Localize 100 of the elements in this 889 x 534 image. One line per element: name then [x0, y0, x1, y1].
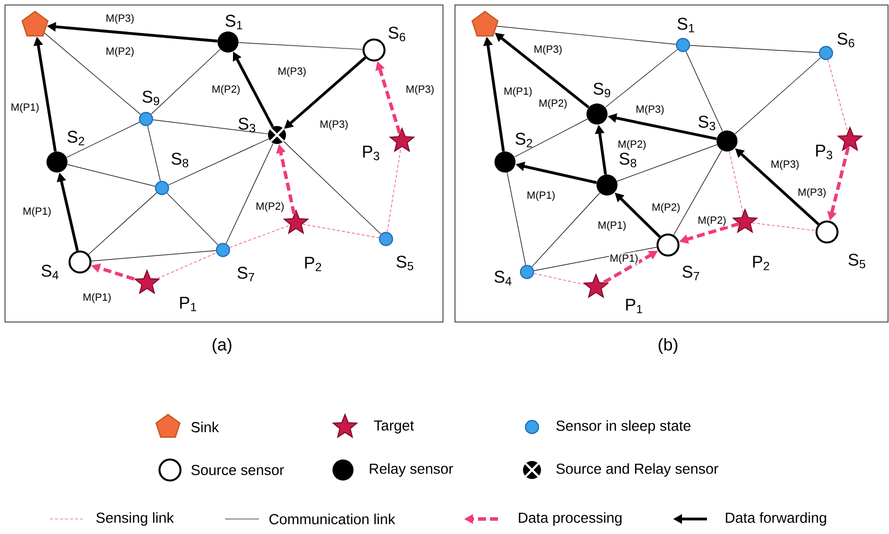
node-label: S$_{2}$	[68, 130, 84, 146]
legend-label: Source and Relay sensor	[556, 463, 718, 477]
node-label: S$_{8}$	[620, 152, 636, 168]
edge-label: M(P3)	[770, 160, 800, 170]
node-label: S$_{3}$	[698, 116, 716, 130]
link-line	[514, 118, 588, 158]
link-line	[729, 151, 744, 214]
node-label: S$_{8}$	[172, 152, 188, 168]
sensor-circle	[362, 38, 386, 62]
sensor-circle	[818, 46, 834, 60]
sensor-circle	[816, 220, 838, 244]
link-line	[67, 164, 156, 187]
node-label: S$_{9}$	[142, 90, 160, 106]
link-line	[534, 246, 657, 271]
link-line	[496, 26, 676, 45]
link-line	[828, 60, 848, 132]
node-label: S$_{1}$	[226, 14, 242, 30]
link-line	[150, 49, 220, 114]
message-label: M(P3)	[277, 66, 307, 78]
message-label: M(P1)	[597, 220, 627, 232]
link-line	[690, 45, 820, 53]
node-label: S$_{6}$	[838, 32, 854, 48]
link-line	[532, 192, 600, 268]
node-label: S$_{4}$	[494, 270, 512, 286]
sensor-circle	[138, 112, 154, 126]
edge-label: M(P2)	[617, 140, 647, 150]
message-label: M(P2)	[105, 46, 135, 58]
node-label: S$_{3}$	[238, 118, 256, 132]
link-line	[156, 252, 217, 279]
message-label: M(P2)	[538, 98, 568, 110]
legend-label: Data processing	[518, 512, 622, 526]
link-line	[152, 120, 268, 134]
node-label: S$_{1}$	[678, 18, 694, 32]
link-line	[386, 147, 402, 232]
edge-label: M(P2)	[697, 216, 727, 226]
sensor-circle	[218, 32, 238, 52]
link-line	[226, 143, 274, 244]
legend-label: Target	[374, 420, 414, 434]
link-line	[506, 172, 526, 266]
sensor-circle	[68, 250, 92, 274]
node-label: P$_{1}$	[180, 296, 196, 312]
sensor-circle	[716, 130, 738, 152]
link-line	[673, 150, 722, 236]
link-line	[238, 42, 363, 50]
edge-label: M(P1)	[22, 206, 52, 218]
link-line	[686, 51, 723, 132]
legend-label: Relay sensor	[370, 463, 454, 477]
node-label: P$_{2}$	[753, 256, 770, 270]
sensor-circle	[154, 180, 170, 196]
link-line	[229, 224, 290, 248]
link-line	[91, 250, 216, 262]
sensor-circle	[520, 264, 534, 280]
edge-label: M(P1)	[82, 292, 112, 304]
node-label: P$_{3}$	[363, 146, 380, 160]
edge-label: M(P1)	[10, 102, 40, 114]
legend-label: Sensor in sleep state	[556, 420, 690, 434]
legend-label: Source sensor	[191, 464, 284, 476]
node-label: S$_{9}$	[594, 82, 610, 98]
sensor-circle	[586, 104, 608, 124]
sensor-circle	[596, 174, 618, 196]
edge-label: M(P3)	[319, 120, 349, 130]
link-line	[88, 192, 158, 255]
edge-label: M(P3)	[105, 14, 135, 24]
link-line	[302, 224, 380, 238]
link-line	[166, 192, 218, 246]
node-label: S$_{4}$	[42, 264, 58, 280]
panel-caption: (a)	[212, 338, 232, 354]
node-label: S$_{5}$	[396, 256, 414, 270]
sensor-circle	[216, 242, 230, 258]
link-line	[168, 138, 269, 186]
link-line	[605, 49, 678, 108]
edge-label: M(P3)	[405, 84, 435, 96]
link-line	[534, 273, 586, 285]
link-line	[616, 144, 718, 182]
edge-label: M(P2)	[255, 202, 285, 212]
sensor-circle	[676, 38, 690, 52]
sensor-circle	[378, 232, 394, 246]
link-line	[66, 122, 140, 158]
edge-label: M(P3)	[533, 44, 563, 56]
link-line	[147, 126, 161, 182]
link-line	[283, 141, 382, 234]
node-label: P$_{1}$	[626, 298, 642, 314]
node-label: P$_{2}$	[305, 256, 322, 272]
edge-label: M(P3)	[635, 104, 665, 116]
link-line	[752, 222, 816, 231]
node-label: S$_{7}$	[682, 266, 700, 280]
node-label: S$_{6}$	[388, 26, 406, 42]
legend-label: Sensing link	[96, 512, 174, 526]
edge-label: M(P1)	[526, 190, 556, 202]
edge-label: M(P2)	[651, 202, 681, 214]
sensor-circle	[494, 152, 516, 172]
legend-label: Data forwarding	[726, 512, 826, 526]
edge-label: M(P3)	[797, 188, 827, 198]
sensor-circle	[268, 126, 286, 144]
legend-label: Communication link	[269, 514, 396, 524]
node-label: P$_{3}$	[816, 144, 832, 160]
edge-label: M(P1)	[609, 254, 639, 264]
link-line	[44, 32, 141, 115]
link-line	[734, 57, 821, 134]
edge-label: M(P1)	[503, 86, 533, 98]
